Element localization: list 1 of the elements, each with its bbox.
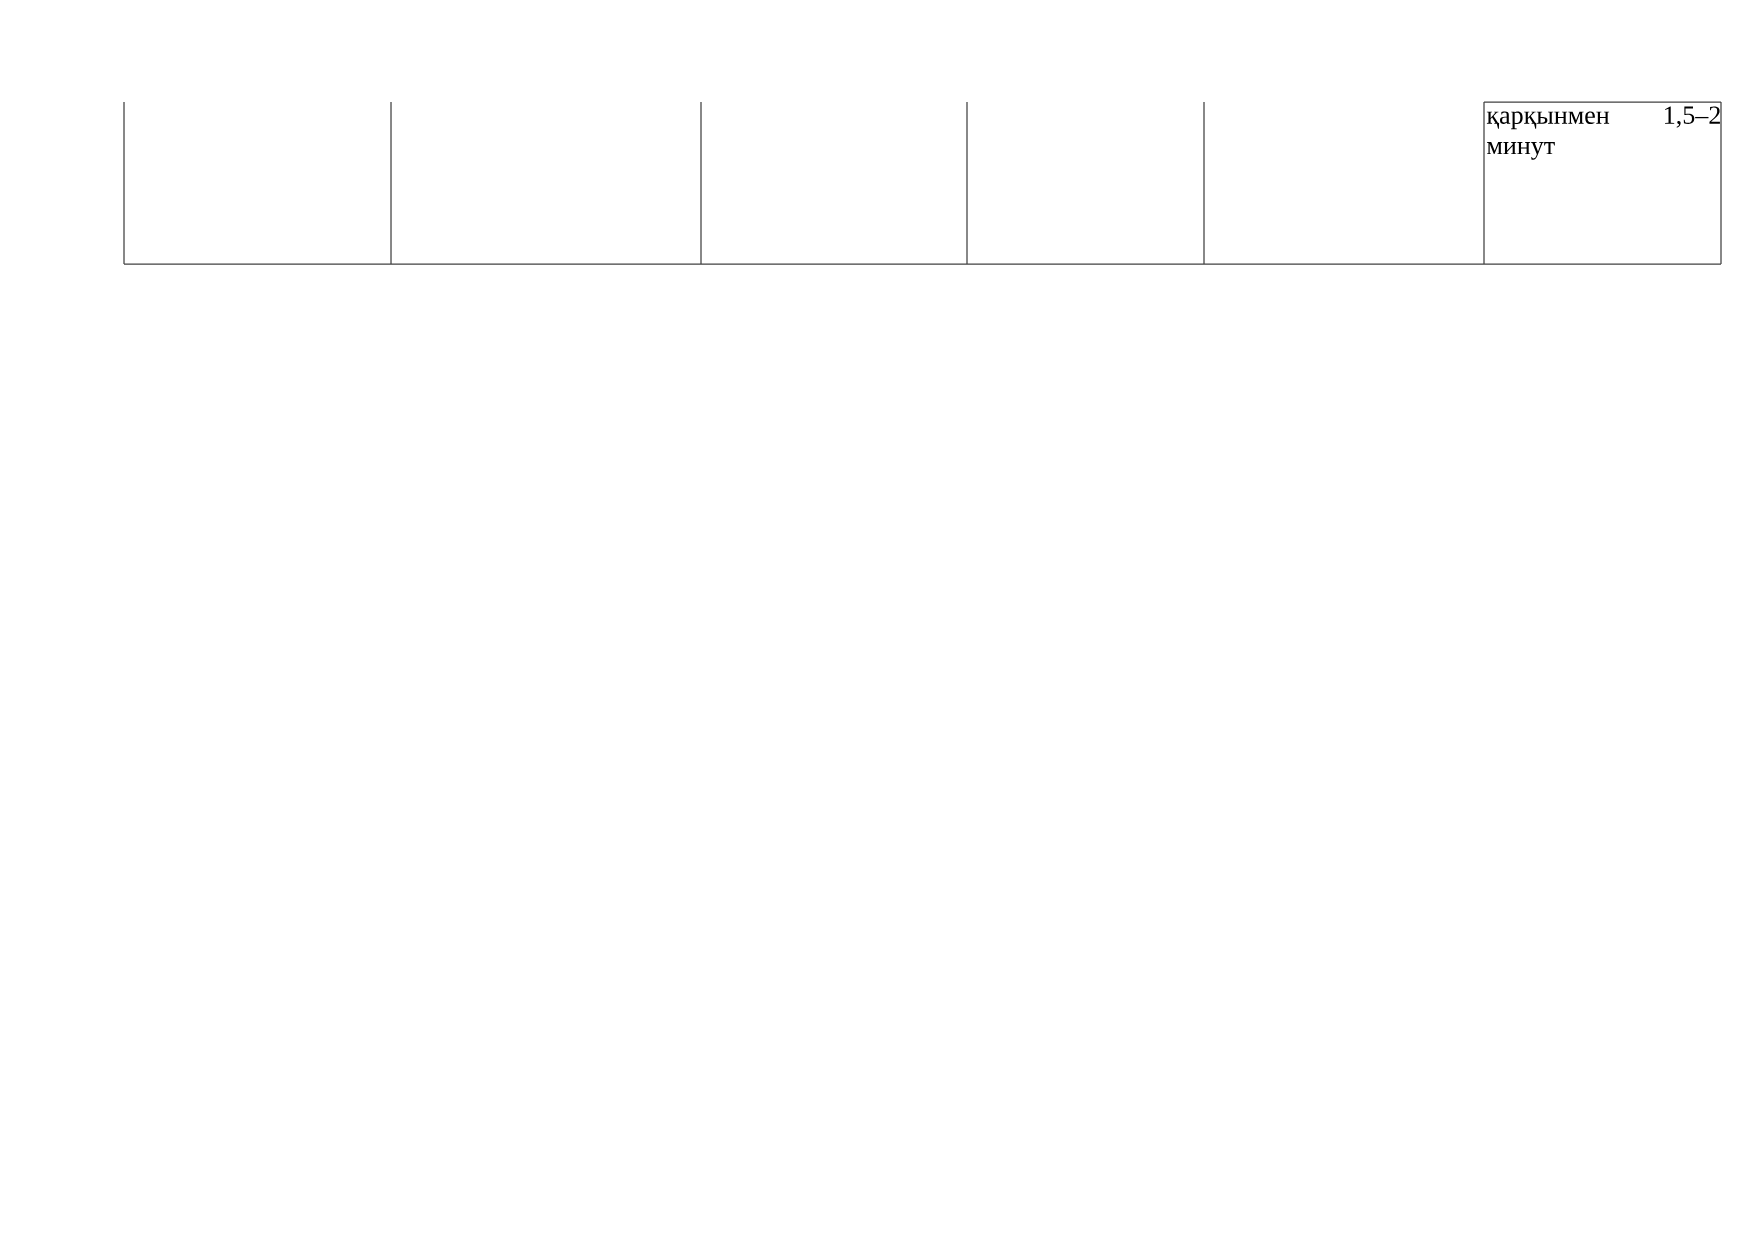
cell-text: қарқынмен 1,5–2 минут: [1486, 106, 1720, 160]
